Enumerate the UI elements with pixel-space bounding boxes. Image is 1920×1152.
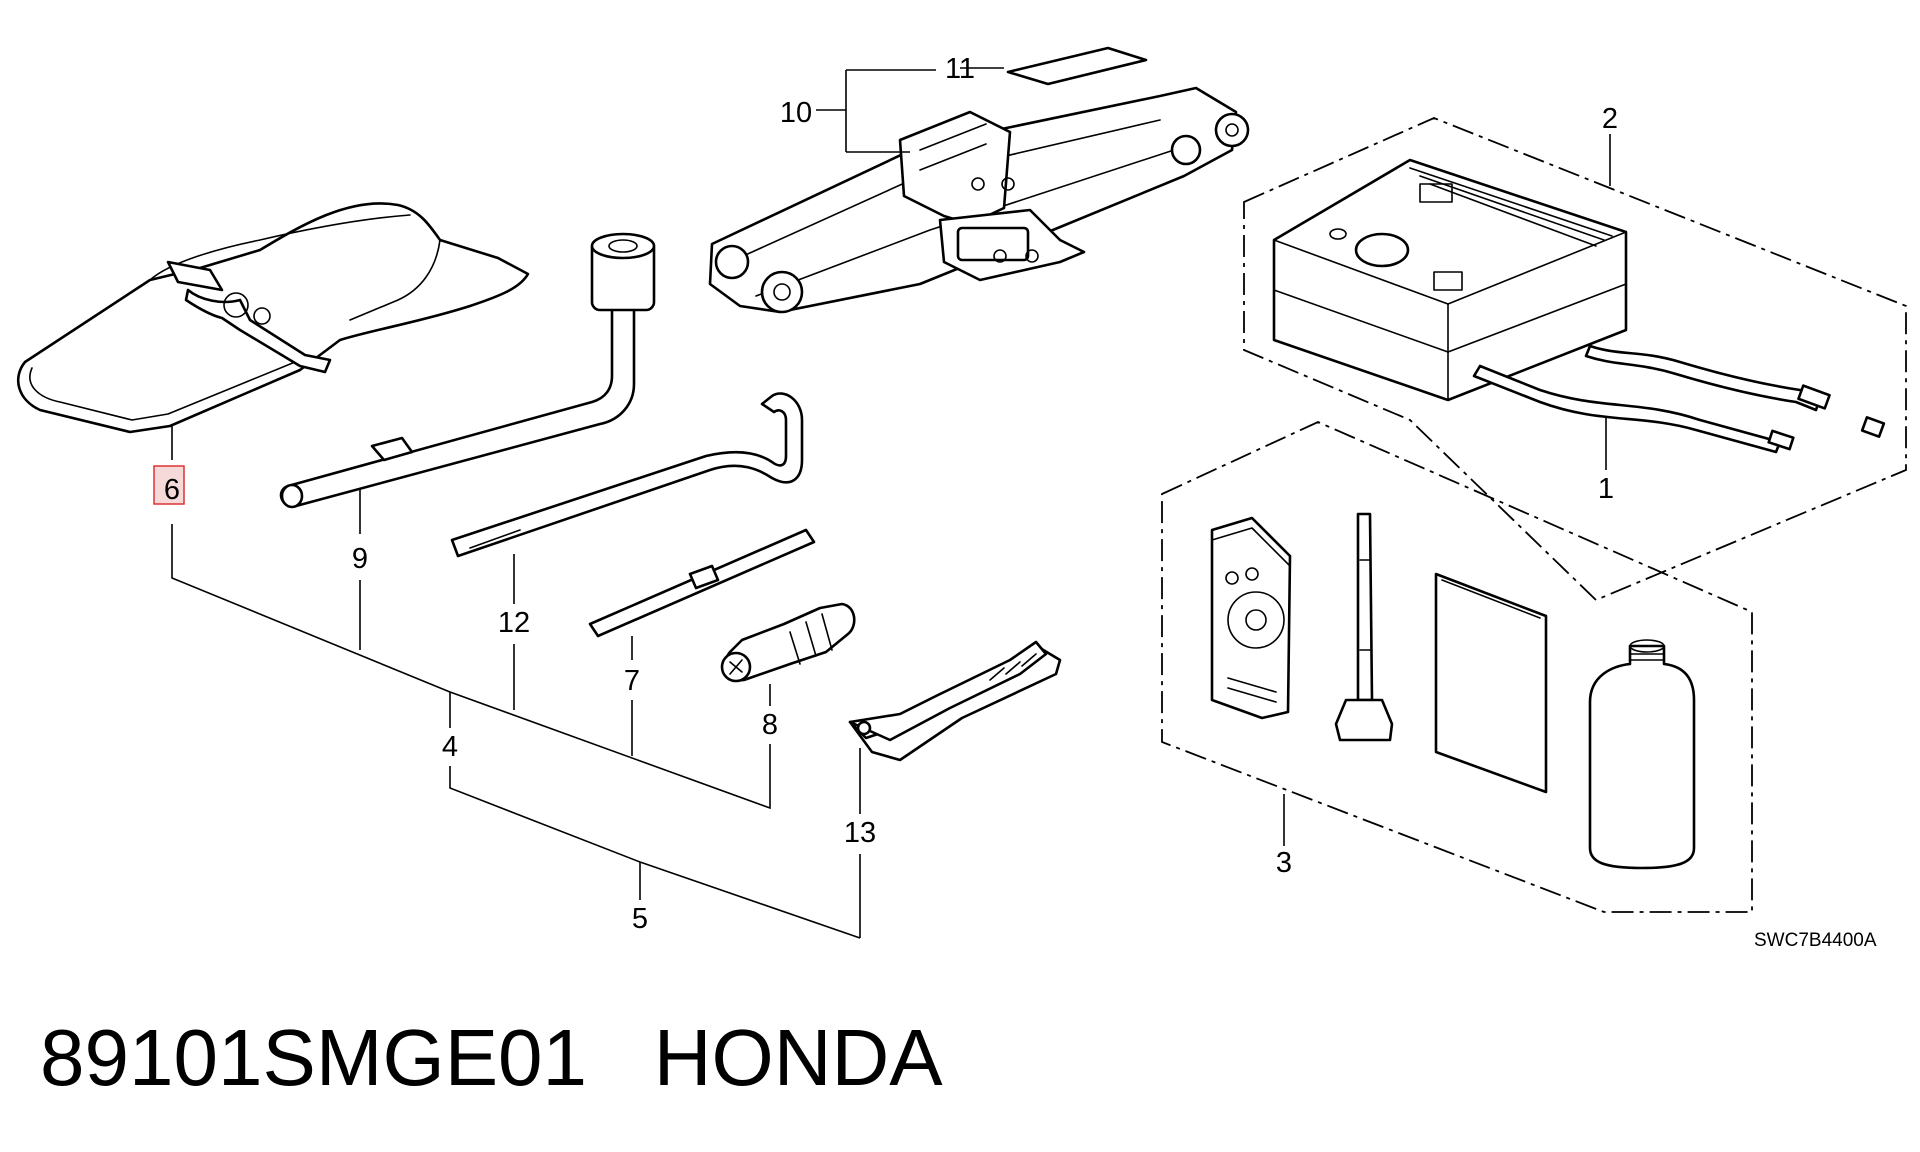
instruction-booklet-drawing xyxy=(1434,572,1548,794)
air-compressor-drawing xyxy=(1272,158,1886,454)
drawing-code: SWC7B4400A xyxy=(1754,930,1877,951)
callout-7: 7 xyxy=(624,665,640,697)
callout-4: 4 xyxy=(442,731,458,763)
pliers-drawing xyxy=(848,640,1062,762)
parts-diagram: 6 11 10 2 1 3 9 12 7 8 4 5 13 SWC7B4400A xyxy=(16,46,1907,951)
screwdriver-drawing xyxy=(720,602,856,683)
screwdriver-bar-drawing xyxy=(588,528,816,638)
callouts: 6 11 10 2 1 3 9 12 7 8 4 5 13 xyxy=(153,53,1618,935)
callout-5: 5 xyxy=(632,903,648,935)
callout-6: 6 xyxy=(164,474,180,506)
callout-1: 1 xyxy=(1598,473,1614,505)
sealant-bottle-drawing xyxy=(1588,639,1696,870)
sealant-pouch-drawing xyxy=(1210,516,1292,720)
part-number: 89101SMGE01 xyxy=(40,1013,588,1102)
callout-2: 2 xyxy=(1602,103,1618,135)
part-caption: 89101SMGE01 HONDA xyxy=(40,1018,943,1098)
brand-name: HONDA xyxy=(653,1013,943,1102)
callout-12: 12 xyxy=(498,607,530,639)
callout-3: 3 xyxy=(1276,847,1292,879)
tire-repair-kit-box xyxy=(1243,117,1907,602)
tool-bag-drawing xyxy=(16,202,530,434)
scissor-jack-drawing xyxy=(708,86,1250,314)
repair-contents-box xyxy=(1161,421,1753,913)
wheel-nut-wrench-drawing xyxy=(279,232,656,509)
leader-lines xyxy=(171,67,1611,939)
highlight-box xyxy=(153,465,185,505)
jack-label-drawing xyxy=(1006,46,1148,86)
callout-13: 13 xyxy=(844,817,876,849)
callout-11: 11 xyxy=(945,53,975,85)
valve-core-tool-drawing xyxy=(1334,512,1394,742)
callout-10: 10 xyxy=(780,97,812,129)
callout-9: 9 xyxy=(352,543,368,575)
jack-handle-drawing xyxy=(450,392,804,558)
callout-8: 8 xyxy=(762,709,778,741)
